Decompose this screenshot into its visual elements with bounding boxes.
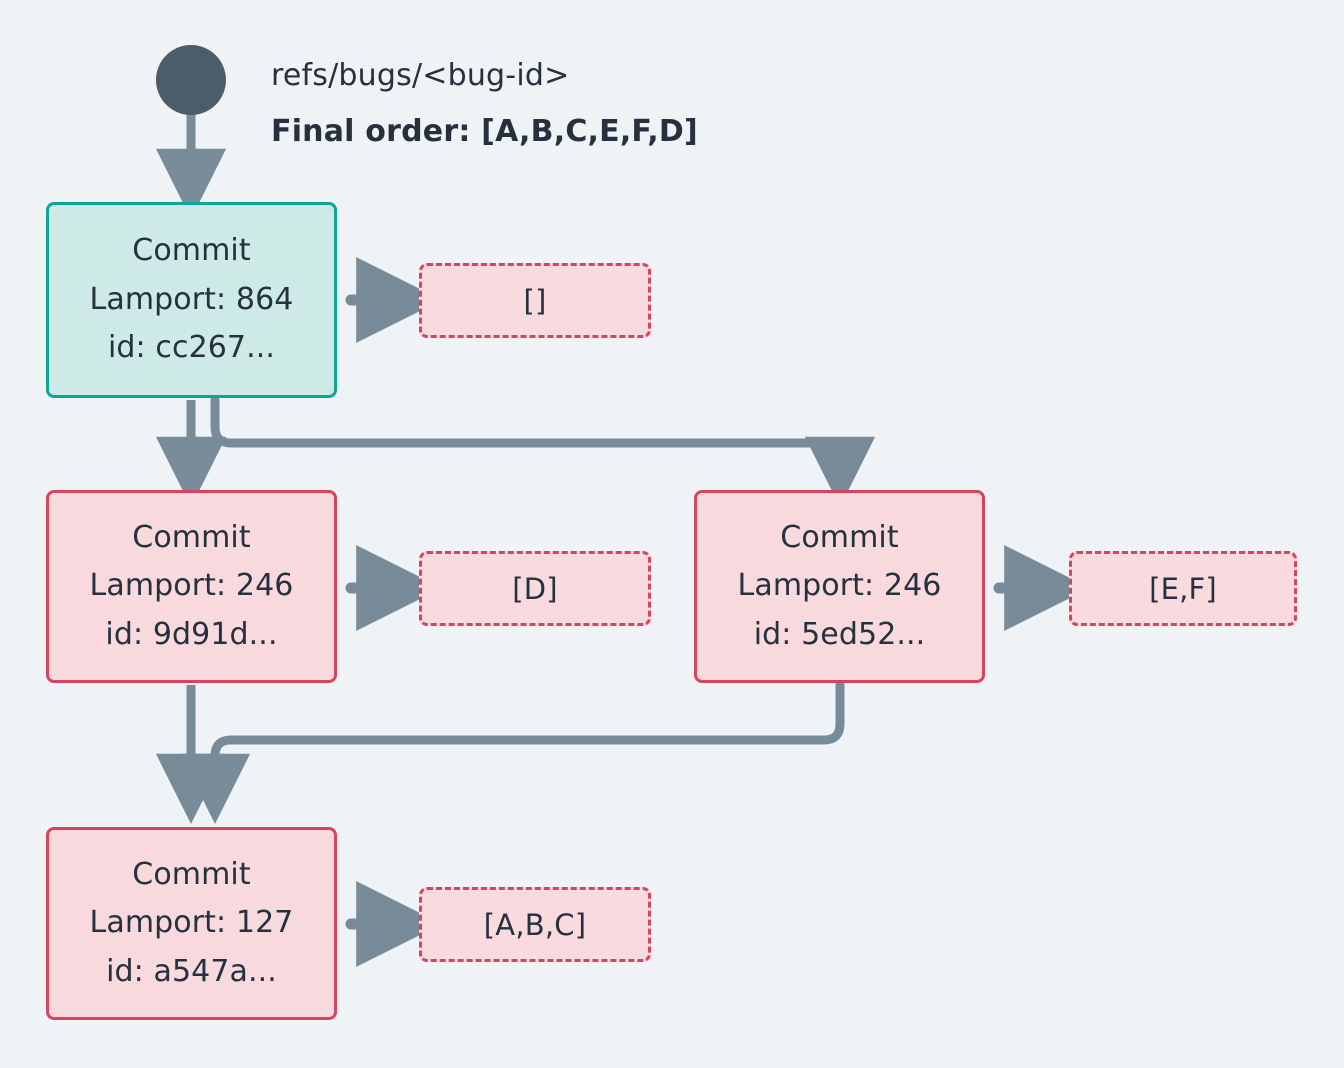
commit-lamport: Lamport: 127 [89,905,294,941]
ops-list-text: [A,B,C] [483,907,587,942]
commit-lamport: Lamport: 864 [89,281,294,317]
commit-title: Commit [780,519,899,555]
commit-node-bottom[interactable]: Commit Lamport: 127 id: a547a... [46,827,337,1020]
commit-id: id: 5ed52... [753,616,926,652]
final-order-label: Final order: [A,B,C,E,F,D] [271,114,698,149]
commit-id: id: cc267... [107,330,276,366]
commit-lamport: Lamport: 246 [737,568,942,604]
ops-list-bottom: [A,B,C] [419,887,651,962]
commit-node-right-mid[interactable]: Commit Lamport: 246 id: 5ed52... [694,490,985,683]
commit-id: id: 9d91d... [105,616,278,652]
ops-list-text: [] [523,283,547,318]
commit-title: Commit [132,856,251,892]
edge-head-to-right-mid [210,395,876,508]
commit-id: id: a547a... [106,953,277,989]
ops-list-head: [] [419,263,651,338]
commit-lamport: Lamport: 246 [89,568,294,604]
commit-title: Commit [132,233,251,269]
ops-list-text: [D] [512,571,558,606]
ops-list-left-mid: [D] [419,551,651,626]
commit-title: Commit [132,519,251,555]
ops-list-right-mid: [E,F] [1069,551,1297,626]
ref-path-label: refs/bugs/<bug-id> [271,58,570,93]
root-ref-dot [156,45,226,115]
commit-node-left-mid[interactable]: Commit Lamport: 246 id: 9d91d... [46,490,337,683]
ops-list-text: [E,F] [1149,571,1217,606]
commit-node-head[interactable]: Commit Lamport: 864 id: cc267... [46,202,337,398]
edge-right-mid-to-bottom [179,680,845,825]
